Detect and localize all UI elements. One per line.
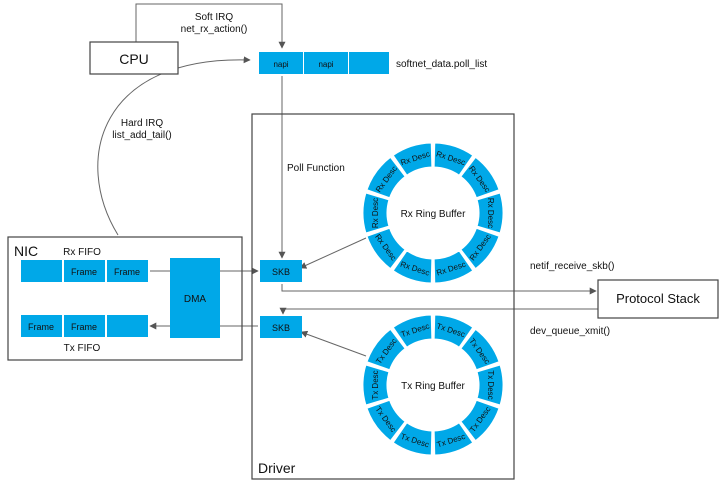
tx-desc-segment <box>392 314 433 348</box>
hard-irq-function: list_add_tail() <box>112 130 171 141</box>
nic-label: NIC <box>14 243 38 259</box>
rx-fifo: Frame Frame <box>21 260 148 282</box>
tx-desc-segment <box>476 364 504 406</box>
dev-queue-xmit-label: dev_queue_xmit() <box>530 326 610 337</box>
tx-fifo-cell: Frame <box>71 322 97 332</box>
rx-desc-segment <box>460 227 500 270</box>
nic-box <box>7 236 243 361</box>
rx-desc-segment <box>433 250 474 284</box>
poll-list-label: softnet_data.poll_list <box>396 59 487 70</box>
rx-desc-segment <box>392 142 433 176</box>
cpu-label: CPU <box>119 51 149 67</box>
tx-skb: SKB <box>260 316 302 338</box>
netif-receive-arrow <box>281 284 597 295</box>
soft-irq-label: Soft IRQ <box>195 12 234 23</box>
driver-box <box>251 113 515 480</box>
rx-ring-to-skb-arrow <box>299 237 367 269</box>
tx-desc-segment <box>362 364 390 406</box>
dma-block: DMA <box>170 258 220 338</box>
poll-function-label: Poll Function <box>287 163 345 174</box>
tx-desc-label: Tx Desc <box>371 370 380 399</box>
tx-fifo-label: Tx FIFO <box>64 343 101 354</box>
rx-desc-segment <box>362 192 390 234</box>
soft-irq-arrow <box>135 3 286 49</box>
poll-list-cell: napi <box>273 60 288 69</box>
rx-desc-segment <box>392 250 433 284</box>
tx-desc-segment <box>433 422 474 456</box>
dma-label: DMA <box>184 294 207 305</box>
rx-desc-segment <box>460 156 500 199</box>
tx-desc-segment <box>460 328 500 371</box>
tx-desc-label: Tx Desc <box>486 370 495 399</box>
poll-list-cell: napi <box>318 60 333 69</box>
rx-desc-segment <box>476 192 504 234</box>
rx-fifo-label: Rx FIFO <box>63 247 101 258</box>
tx-fifo: Frame Frame <box>21 315 148 337</box>
netif-receive-label: netif_receive_skb() <box>530 261 614 272</box>
tx-desc-segment <box>392 422 433 456</box>
hard-irq-label: Hard IRQ <box>121 118 163 129</box>
tx-desc-segment <box>433 314 474 348</box>
tx-desc-segment <box>366 328 406 371</box>
tx-ring-to-skb-arrow <box>300 330 367 357</box>
tx-desc-segment <box>366 399 406 442</box>
protocol-stack-label: Protocol Stack <box>616 291 700 306</box>
rx-skb-label: SKB <box>272 267 290 277</box>
rx-fifo-cell: Frame <box>114 267 140 277</box>
rx-desc-segment <box>433 142 474 176</box>
protocol-stack-node: Protocol Stack <box>597 279 719 319</box>
dev-queue-xmit-arrow <box>279 307 598 315</box>
tx-ring-label: Tx Ring Buffer <box>401 381 465 392</box>
driver-label: Driver <box>258 460 296 476</box>
rx-desc-label: Rx Desc <box>486 198 495 228</box>
rx-desc-segment <box>366 156 406 199</box>
rx-fifo-cell: Frame <box>71 267 97 277</box>
rx-desc-label: Rx Desc <box>371 198 380 228</box>
rx-skb: SKB <box>260 260 302 282</box>
rx-desc-segment <box>366 227 406 270</box>
hard-irq-arrow <box>97 56 251 236</box>
tx-desc-segment <box>460 399 500 442</box>
rx-ring-label: Rx Ring Buffer <box>401 209 467 220</box>
tx-skb-label: SKB <box>272 323 290 333</box>
soft-irq-function: net_rx_action() <box>181 24 248 35</box>
tx-fifo-cell: Frame <box>28 322 54 332</box>
poll-list: napi napi <box>259 52 389 74</box>
cpu-node: CPU <box>89 41 179 75</box>
